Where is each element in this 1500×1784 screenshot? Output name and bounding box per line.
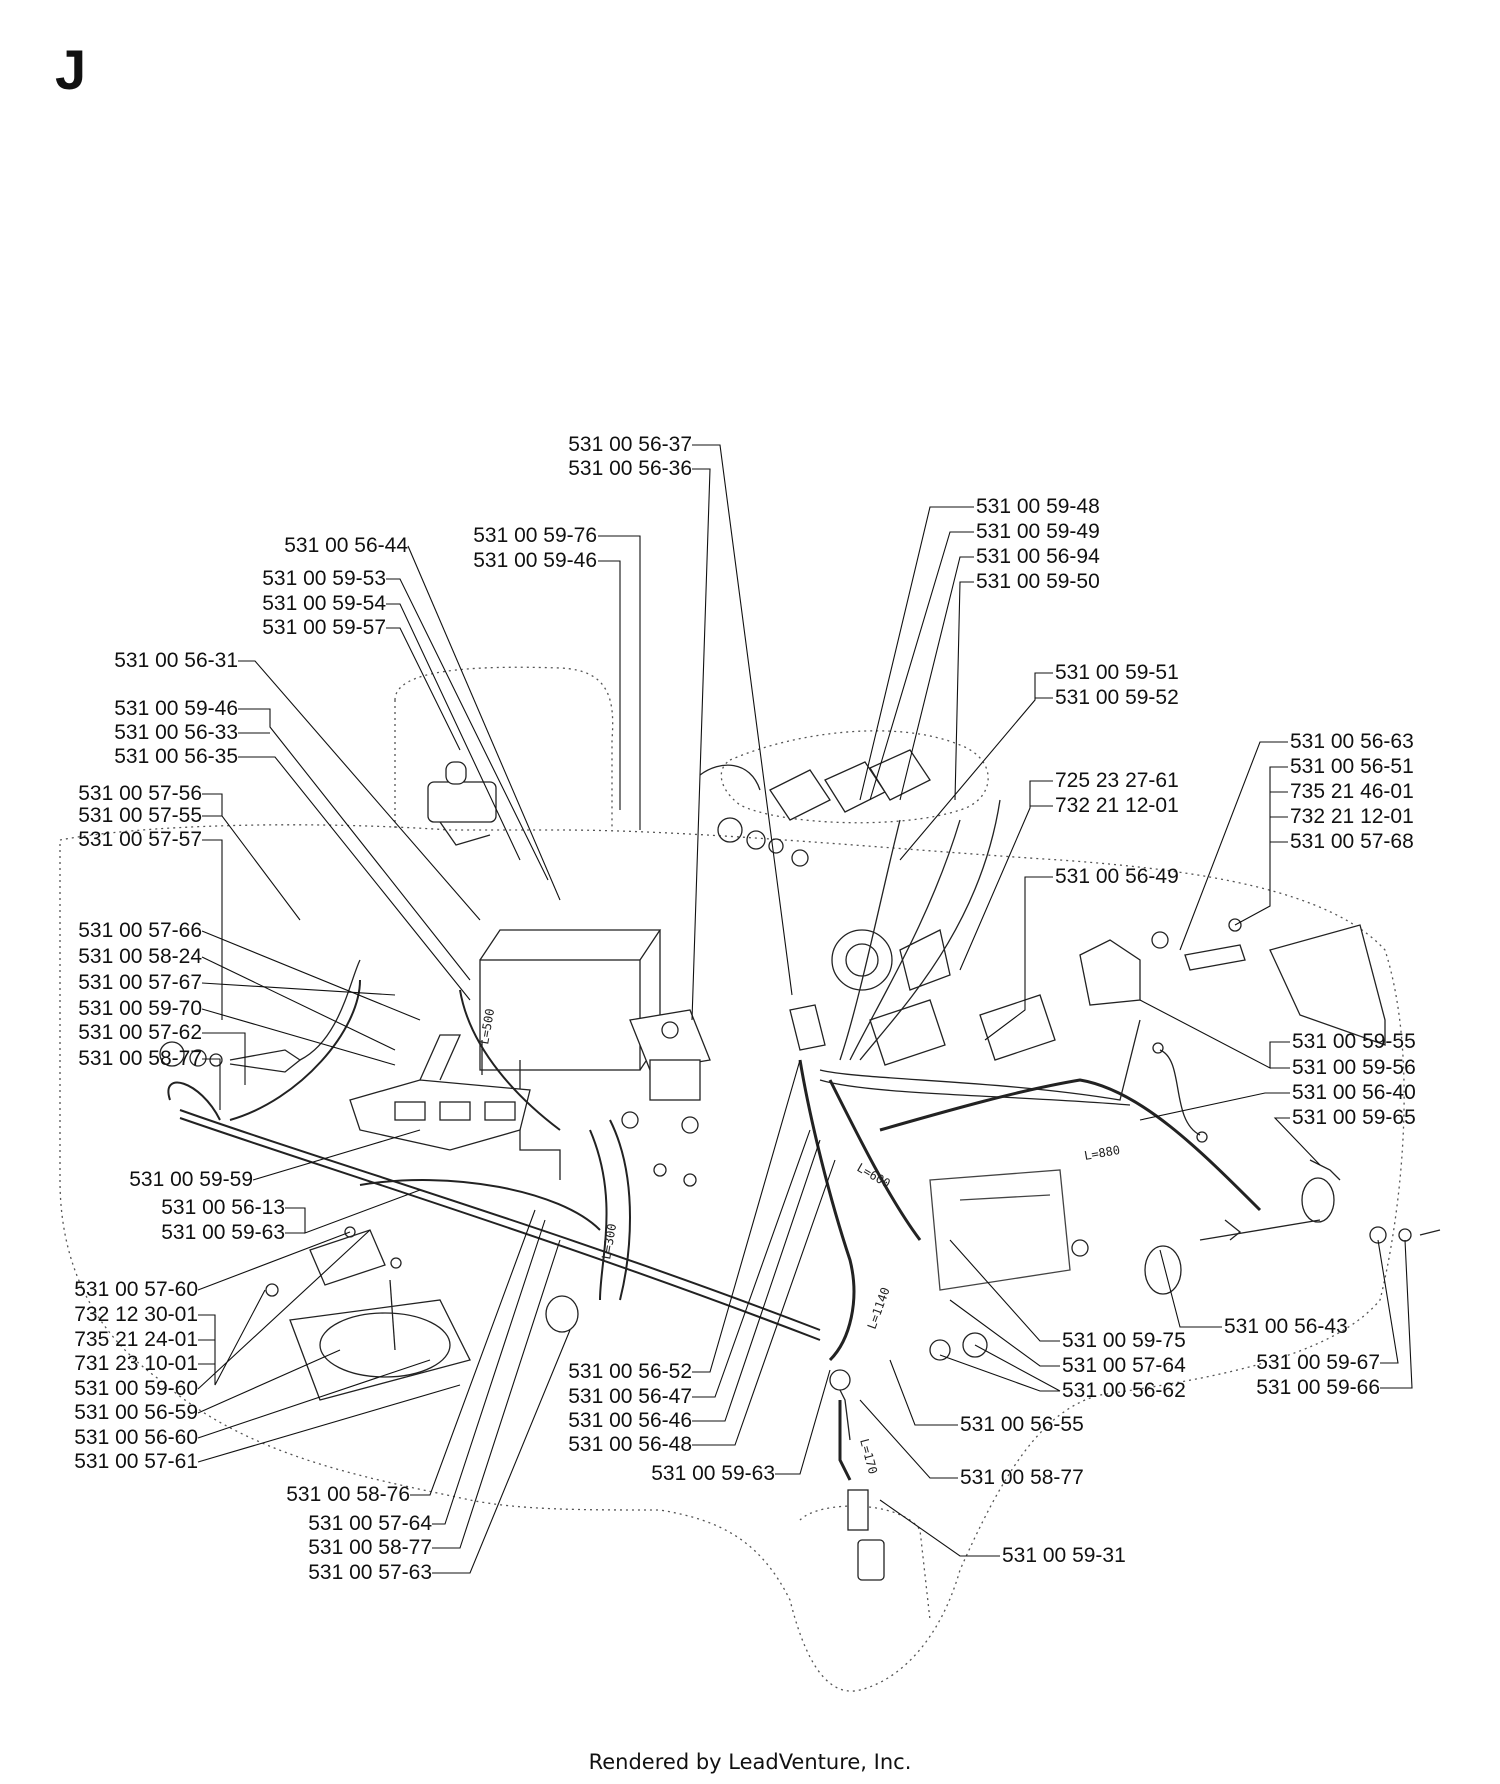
part-label: 725 23 27-61 xyxy=(1055,769,1179,792)
part-label: 531 00 59-53 xyxy=(262,567,386,590)
part-label: 531 00 57-61 xyxy=(74,1450,198,1473)
switch-cluster xyxy=(699,749,1141,1066)
part-label: 732 21 12-01 xyxy=(1055,794,1179,817)
solenoid xyxy=(621,1009,711,1187)
part-label: 531 00 56-59 xyxy=(74,1401,198,1424)
wire-length-label: L=880 xyxy=(1083,1143,1121,1163)
pto-switch xyxy=(265,1226,471,1401)
part-label: 531 00 57-68 xyxy=(1290,830,1414,853)
part-label: 531 00 57-57 xyxy=(78,828,202,851)
part-label: 531 00 57-67 xyxy=(78,971,202,994)
part-label: 531 00 56-46 xyxy=(568,1409,692,1432)
part-label: 531 00 59-31 xyxy=(1002,1544,1126,1567)
seat-switch xyxy=(427,761,497,846)
left-lamp-parts xyxy=(159,959,361,1073)
part-label: 531 00 58-77 xyxy=(78,1047,202,1070)
leader-lines xyxy=(197,444,1413,1574)
part-label: 531 00 59-50 xyxy=(976,570,1100,593)
part-label: 531 00 56-52 xyxy=(568,1360,692,1383)
part-label: 531 00 56-60 xyxy=(74,1426,198,1449)
part-label: 735 21 46-01 xyxy=(1290,780,1414,803)
part-label: 531 00 59-66 xyxy=(1256,1376,1380,1399)
part-label: 531 00 56-43 xyxy=(1224,1315,1348,1338)
part-label: 531 00 57-64 xyxy=(308,1512,432,1535)
switch-wires xyxy=(819,799,1141,1106)
part-label: 531 00 56-55 xyxy=(960,1413,1084,1436)
part-label: 531 00 56-49 xyxy=(1055,865,1179,888)
part-label: 531 00 59-56 xyxy=(1292,1056,1416,1079)
part-label: 731 23 10-01 xyxy=(74,1352,198,1375)
part-label: 531 00 56-40 xyxy=(1292,1081,1416,1104)
engine-outline xyxy=(929,1169,1071,1291)
ground-strap xyxy=(1152,1042,1208,1143)
part-label: 531 00 59-46 xyxy=(114,697,238,720)
part-label: 531 00 56-35 xyxy=(114,745,238,768)
part-label: 531 00 56-94 xyxy=(976,545,1100,568)
part-label: 531 00 56-47 xyxy=(568,1385,692,1408)
center-harness-coil xyxy=(798,1059,1262,1481)
part-label: 531 00 57-66 xyxy=(78,919,202,942)
tail-lamps xyxy=(1144,1159,1441,1295)
part-label: 531 00 59-70 xyxy=(78,997,202,1020)
part-label: 531 00 59-65 xyxy=(1292,1106,1416,1129)
part-label: 531 00 59-49 xyxy=(976,520,1100,543)
part-label: 531 00 56-33 xyxy=(114,721,238,744)
wire-length-label: L=1140 xyxy=(865,1285,893,1331)
part-label: 732 21 12-01 xyxy=(1290,805,1414,828)
part-label: 531 00 56-51 xyxy=(1290,755,1414,778)
part-label: 531 00 56-62 xyxy=(1062,1379,1186,1402)
part-label: 531 00 58-76 xyxy=(286,1483,410,1506)
part-label: 531 00 59-76 xyxy=(473,524,597,547)
part-label: 531 00 56-44 xyxy=(284,534,408,557)
part-label: 531 00 57-64 xyxy=(1062,1354,1186,1377)
part-label: 531 00 56-63 xyxy=(1290,730,1414,753)
part-label: 531 00 59-57 xyxy=(262,616,386,639)
part-label: 531 00 59-51 xyxy=(1055,661,1179,684)
bottom-plug xyxy=(829,1369,885,1581)
part-label: 531 00 59-48 xyxy=(976,495,1100,518)
part-label: 531 00 57-63 xyxy=(308,1561,432,1584)
part-label: 531 00 56-37 xyxy=(568,433,692,456)
wire-length-label: L=500 xyxy=(477,1008,497,1046)
part-label: 531 00 59-54 xyxy=(262,592,386,615)
part-label: 531 00 59-75 xyxy=(1062,1329,1186,1352)
part-label: 531 00 57-56 xyxy=(78,782,202,805)
part-label: 531 00 59-67 xyxy=(1256,1351,1380,1374)
part-label: 531 00 58-24 xyxy=(78,945,202,968)
wire-length-label: L=170 xyxy=(857,1437,880,1476)
footer-credit: Rendered by LeadVenture, Inc. xyxy=(588,1750,912,1774)
part-label: 531 00 57-62 xyxy=(78,1021,202,1044)
part-label: 531 00 59-59 xyxy=(129,1168,253,1191)
part-label: 531 00 56-36 xyxy=(568,457,692,480)
part-label: 531 00 59-55 xyxy=(1292,1030,1416,1053)
main-harness xyxy=(167,979,821,1341)
part-label: 531 00 58-77 xyxy=(960,1466,1084,1489)
connector-block xyxy=(349,1034,531,1151)
part-label: 531 00 58-77 xyxy=(308,1536,432,1559)
grommets xyxy=(545,1239,1089,1361)
part-label: 735 21 24-01 xyxy=(74,1328,198,1351)
part-label: 531 00 59-60 xyxy=(74,1377,198,1400)
part-label: 531 00 56-13 xyxy=(161,1196,285,1219)
body-outline xyxy=(59,666,1405,1692)
part-label: 531 00 56-31 xyxy=(114,649,238,672)
part-label: 531 00 59-52 xyxy=(1055,686,1179,709)
part-label: 531 00 59-63 xyxy=(651,1462,775,1485)
wire-length-label: L=300 xyxy=(599,1223,619,1261)
page-letter: J xyxy=(55,38,87,101)
part-label: 531 00 57-60 xyxy=(74,1278,198,1301)
fender-bracket xyxy=(1151,918,1386,1046)
battery xyxy=(479,929,662,1180)
part-label: 531 00 56-48 xyxy=(568,1433,692,1456)
part-label: 531 00 59-46 xyxy=(473,549,597,572)
part-label: 531 00 59-63 xyxy=(161,1221,285,1244)
part-label: 732 12 30-01 xyxy=(74,1303,198,1326)
part-label: 531 00 57-55 xyxy=(78,804,202,827)
